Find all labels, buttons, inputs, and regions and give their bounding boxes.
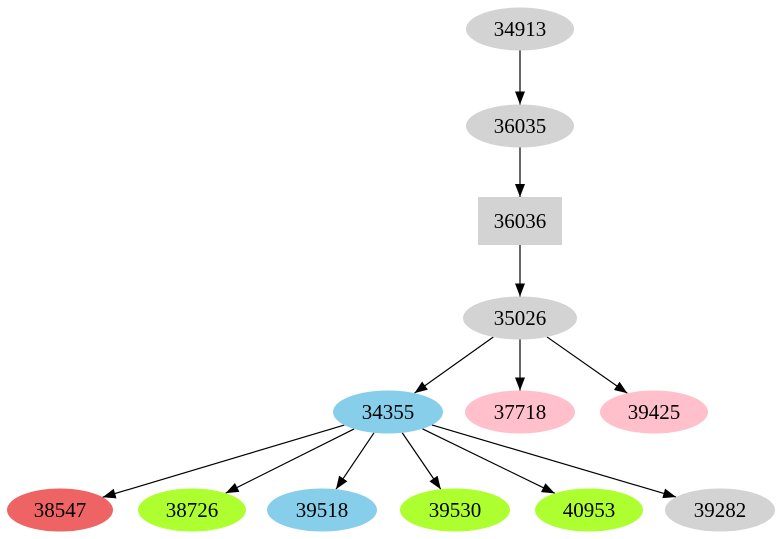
node-label: 36036 <box>494 209 547 233</box>
edge-34355-38726 <box>225 428 355 494</box>
edge-34355-38547 <box>102 424 345 499</box>
node-label: 38547 <box>34 498 87 522</box>
edge-34355-39530 <box>401 432 442 490</box>
graph-node-38547: 38547 <box>7 488 113 532</box>
node-shape-rect <box>478 197 562 245</box>
node-shape-ellipse <box>463 296 577 340</box>
graph-node-39425: 39425 <box>600 390 708 434</box>
node-shape-ellipse <box>466 7 574 51</box>
node-label: 37718 <box>494 400 547 424</box>
graph-node-34355: 34355 <box>333 390 443 434</box>
node-label: 34913 <box>494 17 547 41</box>
node-label: 36035 <box>494 114 547 138</box>
node-label: 35026 <box>494 306 547 330</box>
node-shape-ellipse <box>665 488 775 532</box>
node-shape-ellipse <box>7 488 113 532</box>
edge-34355-40953 <box>422 428 556 494</box>
node-shape-ellipse <box>465 390 575 434</box>
node-shape-ellipse <box>466 104 574 148</box>
graph-node-36036: 36036 <box>478 197 562 245</box>
edges-layer <box>102 50 677 499</box>
edge-34355-39518 <box>335 432 375 490</box>
graph-node-37718: 37718 <box>465 390 575 434</box>
node-label: 39530 <box>429 498 482 522</box>
graph-node-35026: 35026 <box>463 296 577 340</box>
graph-node-40953: 40953 <box>535 488 643 532</box>
node-shape-ellipse <box>267 488 377 532</box>
node-label: 40953 <box>563 498 616 522</box>
node-shape-ellipse <box>138 488 246 532</box>
graph-node-39282: 39282 <box>665 488 775 532</box>
node-shape-ellipse <box>400 488 510 532</box>
node-label: 34355 <box>362 400 415 424</box>
edge-34355-39282 <box>431 424 677 499</box>
nodes-layer: 34913 36035 36036 35026 34355 37718 39425 38547… <box>7 7 775 532</box>
node-label: 39425 <box>628 400 681 424</box>
edge-35026-39425 <box>546 336 628 394</box>
graph-node-36035: 36035 <box>466 104 574 148</box>
node-shape-ellipse <box>535 488 643 532</box>
node-label: 38726 <box>166 498 219 522</box>
edge-35026-34355 <box>414 336 494 394</box>
graph-node-39530: 39530 <box>400 488 510 532</box>
graph-node-38726: 38726 <box>138 488 246 532</box>
node-shape-ellipse <box>333 390 443 434</box>
node-shape-ellipse <box>600 390 708 434</box>
graph-node-39518: 39518 <box>267 488 377 532</box>
node-label: 39518 <box>296 498 349 522</box>
graph-node-34913: 34913 <box>466 7 574 51</box>
node-label: 39282 <box>694 498 747 522</box>
